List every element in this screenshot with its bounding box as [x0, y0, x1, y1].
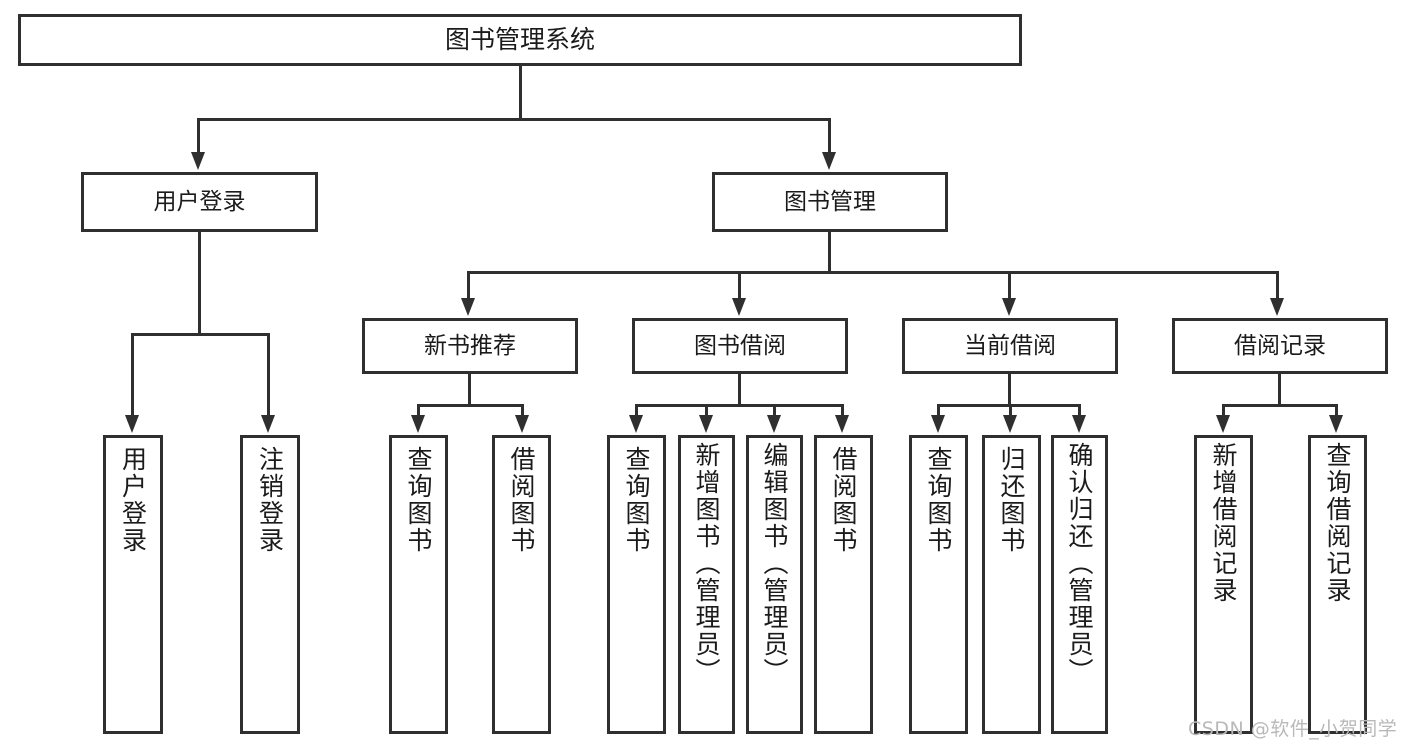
node-label: 新增图书（管理员） [692, 442, 721, 685]
node-label: 编辑图书（管理员） [760, 442, 789, 685]
node-leaf-确认归还管理员[interactable]: 确认归还（管理员） [1051, 435, 1108, 734]
node-label: 注销登录 [255, 446, 285, 554]
node-label: 借阅记录 [1234, 332, 1326, 359]
connector-current-borrow-stem [1008, 374, 1011, 406]
node-label: 图书借阅 [694, 332, 786, 359]
connector-book-borrow-drop-1 [635, 404, 638, 418]
node-leaf-借阅图书-1[interactable]: 借阅图书 [492, 435, 551, 734]
arrowhead-leaf-return-book [1003, 415, 1017, 433]
connector-to-current-borrow [1008, 271, 1011, 300]
connector-book-borrow-stem [738, 374, 741, 406]
arrowhead-leaf-query-book-3 [931, 415, 945, 433]
arrowhead-to-book-manage [822, 152, 836, 170]
connector-user-login-stem [198, 232, 201, 333]
node-label: 图书管理 [784, 188, 876, 215]
arrowhead-leaf-confirm-return [1072, 415, 1086, 433]
connector-to-user-login [197, 118, 200, 154]
connector-new-book-drop-2 [521, 404, 524, 418]
node-label: 查询图书 [404, 446, 433, 554]
arrowhead-leaf-user-logout [261, 415, 275, 433]
arrowhead-to-user-login [191, 152, 205, 170]
connector-borrow-record-bus [1222, 404, 1338, 407]
node-leaf-归还图书[interactable]: 归还图书 [982, 435, 1041, 734]
arrowhead-to-new-book-recommend [461, 298, 475, 316]
arrowhead-leaf-add-book [699, 415, 713, 433]
node-图书借阅[interactable]: 图书借阅 [632, 318, 848, 374]
connector-user-login-drop-1 [131, 333, 134, 417]
connector-tier3-bus [467, 271, 1279, 274]
connector-borrow-record-drop-2 [1335, 404, 1338, 418]
connector-current-borrow-drop-1 [937, 404, 940, 418]
connector-user-login-drop-2 [267, 333, 270, 417]
arrowhead-leaf-query-book-2 [629, 415, 643, 433]
node-leaf-借阅图书-2[interactable]: 借阅图书 [814, 435, 873, 734]
node-label: 当前借阅 [964, 332, 1056, 359]
arrowhead-leaf-borrow-book-2 [835, 415, 849, 433]
connector-to-new-book-recommend [467, 271, 470, 300]
node-label: 查询借阅记录 [1323, 442, 1352, 604]
node-label: 借阅图书 [829, 446, 858, 554]
connector-new-book-drop-1 [417, 404, 420, 418]
node-leaf-新增借阅记录[interactable]: 新增借阅记录 [1194, 435, 1253, 734]
node-当前借阅[interactable]: 当前借阅 [902, 318, 1118, 374]
arrowhead-to-current-borrow [1002, 298, 1016, 316]
connector-book-borrow-drop-2 [705, 404, 708, 418]
node-leaf-注销登录[interactable]: 注销登录 [240, 435, 300, 734]
connector-tier2-bus [197, 118, 831, 121]
connector-borrow-record-drop-1 [1222, 404, 1225, 418]
node-label: 用户登录 [118, 446, 148, 554]
node-leaf-查询借阅记录[interactable]: 查询借阅记录 [1308, 435, 1367, 734]
node-leaf-查询图书-1[interactable]: 查询图书 [389, 435, 448, 734]
node-root-图书管理系统[interactable]: 图书管理系统 [18, 14, 1022, 66]
node-label: 查询图书 [924, 446, 953, 554]
node-用户登录[interactable]: 用户登录 [81, 172, 318, 232]
node-leaf-编辑图书管理员[interactable]: 编辑图书（管理员） [746, 435, 803, 734]
connector-book-manage-stem [828, 232, 831, 273]
connector-book-borrow-drop-3 [773, 404, 776, 418]
arrowhead-leaf-query-record [1329, 415, 1343, 433]
csdn-watermark: CSDN @软件_小贺同学 [1188, 718, 1398, 740]
connector-new-book-bus [417, 404, 524, 407]
arrowhead-leaf-edit-book [767, 415, 781, 433]
connector-user-login-bus [131, 333, 270, 336]
connector-root-stem [519, 66, 522, 118]
connector-to-borrow-record [1276, 271, 1279, 300]
node-label: 用户登录 [153, 188, 246, 215]
arrowhead-leaf-add-record [1216, 415, 1230, 433]
arrowhead-leaf-query-book-1 [411, 415, 425, 433]
node-新书推荐[interactable]: 新书推荐 [362, 318, 578, 374]
connector-to-book-borrow [738, 271, 741, 300]
node-leaf-用户登录[interactable]: 用户登录 [103, 435, 163, 734]
node-label: 归还图书 [997, 446, 1026, 554]
node-label: 图书管理系统 [444, 24, 595, 54]
node-label: 确认归还（管理员） [1065, 442, 1094, 685]
node-label: 新书推荐 [424, 332, 516, 359]
arrowhead-leaf-borrow-book-1 [515, 415, 529, 433]
connector-current-borrow-drop-3 [1078, 404, 1081, 418]
node-label: 新增借阅记录 [1209, 442, 1238, 604]
arrowhead-leaf-user-login [125, 415, 139, 433]
node-label: 查询图书 [622, 446, 651, 554]
node-借阅记录[interactable]: 借阅记录 [1172, 318, 1388, 374]
connector-book-borrow-drop-4 [841, 404, 844, 418]
connector-new-book-stem [468, 374, 471, 406]
arrowhead-to-borrow-record [1270, 298, 1284, 316]
node-图书管理[interactable]: 图书管理 [712, 172, 948, 232]
connector-book-borrow-bus [635, 404, 844, 407]
connector-to-book-manage [828, 118, 831, 154]
node-leaf-查询图书-2[interactable]: 查询图书 [607, 435, 666, 734]
node-leaf-新增图书管理员[interactable]: 新增图书（管理员） [678, 435, 735, 734]
node-leaf-查询图书-3[interactable]: 查询图书 [909, 435, 968, 734]
connector-borrow-record-stem [1278, 374, 1281, 406]
connector-current-borrow-drop-2 [1009, 404, 1012, 418]
arrowhead-to-book-borrow [732, 298, 746, 316]
node-label: 借阅图书 [507, 446, 536, 554]
